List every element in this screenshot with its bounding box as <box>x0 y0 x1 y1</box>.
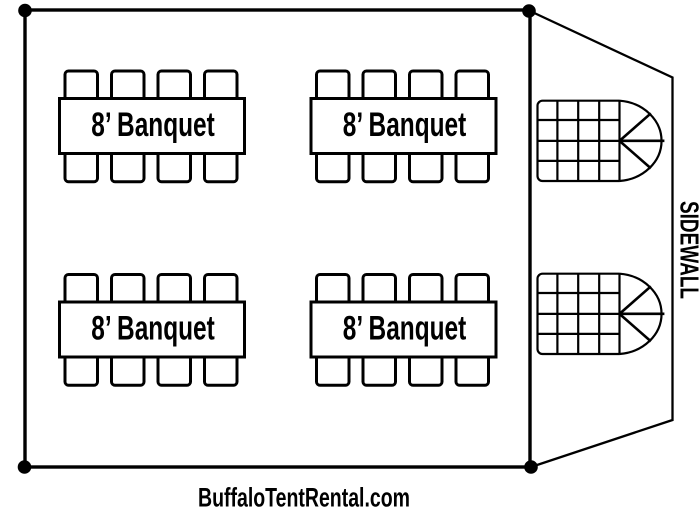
svg-text:8’ Banquet: 8’ Banquet <box>91 106 215 144</box>
svg-text:BuffaloTentRental.com: BuffaloTentRental.com <box>198 483 410 511</box>
svg-text:SIDEWALL: SIDEWALL <box>675 201 700 299</box>
